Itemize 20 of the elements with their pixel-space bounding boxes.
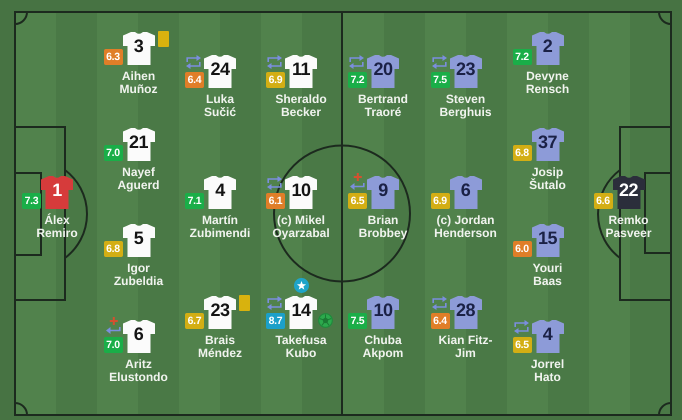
rating-badge: 7.0 <box>104 337 122 353</box>
rating-badge: 6.8 <box>512 145 532 161</box>
player-name: Josip Šutalo <box>528 166 566 192</box>
player-name: Youri Baas <box>532 262 563 288</box>
player-name: Jorrel Hato <box>530 358 565 384</box>
rating-badge: 6.3 <box>104 49 122 65</box>
player-name: Álex Remiro <box>36 214 78 240</box>
rating-badge: 6.0 <box>512 241 532 257</box>
shirt-number: 37 <box>536 133 558 151</box>
shirt-number: 22 <box>618 181 640 199</box>
rating-badge: 7.0 <box>104 145 122 161</box>
rating-badge: 6.8 <box>104 241 122 257</box>
rating-badge: 6.5 <box>512 337 532 353</box>
player-name: Devyne Rensch <box>525 70 570 96</box>
shirt-number: 2 <box>542 37 554 55</box>
shirt-number: 15 <box>536 229 558 247</box>
shirt-number: 1 <box>51 181 63 199</box>
player-name: Remko Pasveer <box>604 214 652 240</box>
rating-badge: 7.2 <box>512 49 532 65</box>
shirt-number: 4 <box>542 325 554 343</box>
